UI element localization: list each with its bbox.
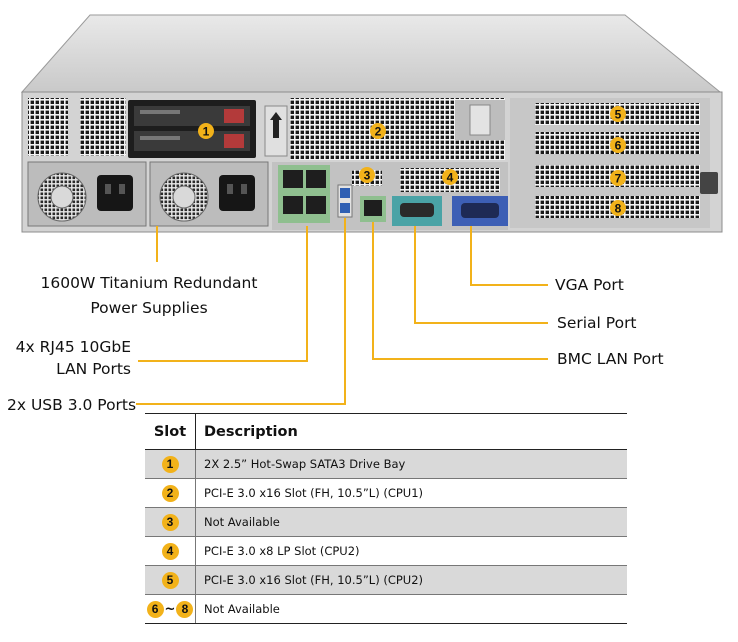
badge-8-text: 8 <box>615 202 622 216</box>
description-cell: Not Available <box>195 594 627 624</box>
description-cell: PCI-E 3.0 x8 LP Slot (CPU2) <box>195 536 627 566</box>
slot-badge: 6 <box>146 600 164 618</box>
badge-6-text: 6 <box>615 139 622 153</box>
badge-5 <box>610 106 626 122</box>
vga-port-label: VGA Port <box>555 276 624 294</box>
leader-lan-h <box>138 360 308 362</box>
badge-3 <box>359 167 375 183</box>
serial-port-label: Serial Port <box>557 314 637 332</box>
badge-3-text: 3 <box>364 169 371 183</box>
slot-cell: 1 <box>145 449 196 479</box>
slot-cell: 2 <box>145 478 196 508</box>
lan-label-line2: LAN Ports <box>56 360 131 378</box>
slot-range-separator: ~ <box>164 601 176 617</box>
slot-badge: 4 <box>161 542 179 560</box>
description-cell: PCI-E 3.0 x16 Slot (FH, 10.5”L) (CPU2) <box>195 565 627 595</box>
description-cell: 2X 2.5” Hot-Swap SATA3 Drive Bay <box>195 449 627 479</box>
badge-4-text: 4 <box>447 171 454 185</box>
slot-badge: 3 <box>161 513 179 531</box>
leader-vga-h <box>470 284 548 286</box>
slot-badge: 2 <box>161 484 179 502</box>
power-supplies-label: 1600W Titanium Redundant Power Supplies <box>34 273 264 318</box>
badge-1 <box>198 123 214 139</box>
slot-badge: 1 <box>161 455 179 473</box>
server-chassis-rear: 1 2 3 4 5 6 7 8 <box>20 14 723 233</box>
leader-bmc-v <box>372 222 374 360</box>
slot-cell: 6~8 <box>145 594 196 624</box>
leader-power <box>156 226 158 262</box>
slot-description-table: Slot Description 1 2X 2.5” Hot-Swap SATA… <box>145 413 627 624</box>
table-row: 4 PCI-E 3.0 x8 LP Slot (CPU2) <box>145 536 627 566</box>
table-row: 5 PCI-E 3.0 x16 Slot (FH, 10.5”L) (CPU2) <box>145 565 627 595</box>
leader-usb-h <box>136 403 346 405</box>
badge-2-text: 2 <box>375 125 382 139</box>
slot-badge: 8 <box>176 600 194 618</box>
description-cell: Not Available <box>195 507 627 537</box>
badge-7-text: 7 <box>615 172 622 186</box>
slot-cell: 3 <box>145 507 196 537</box>
lan-label-line1: 4x RJ45 10GbE <box>15 338 131 356</box>
leader-lan-v <box>306 226 308 362</box>
chassis-top-cover <box>20 14 722 93</box>
usb-ports-label: 2x USB 3.0 Ports <box>7 396 137 414</box>
badge-1-text: 1 <box>203 125 210 139</box>
badge-4 <box>442 169 458 185</box>
slot-cell: 5 <box>145 565 196 595</box>
leader-vga-v <box>470 226 472 286</box>
badge-8 <box>610 200 626 216</box>
description-cell: PCI-E 3.0 x16 Slot (FH, 10.5”L) (CPU1) <box>195 478 627 508</box>
chassis-badges: 1 2 3 4 5 6 7 8 <box>198 106 626 216</box>
badge-6 <box>610 137 626 153</box>
badge-5-text: 5 <box>615 108 622 122</box>
leader-serial-h <box>414 322 548 324</box>
table-row: 6~8 Not Available <box>145 594 627 624</box>
header-description: Description <box>195 413 627 450</box>
leader-usb-v <box>344 218 346 404</box>
badge-2 <box>370 123 386 139</box>
table-row: 3 Not Available <box>145 507 627 537</box>
table-header-row: Slot Description <box>145 413 627 450</box>
badge-7 <box>610 170 626 186</box>
leader-bmc-h <box>372 358 548 360</box>
power-label-line2: Power Supplies <box>90 299 208 317</box>
table-row: 2 PCI-E 3.0 x16 Slot (FH, 10.5”L) (CPU1) <box>145 478 627 508</box>
slot-cell: 4 <box>145 536 196 566</box>
table-row: 1 2X 2.5” Hot-Swap SATA3 Drive Bay <box>145 449 627 479</box>
bmc-lan-port-label: BMC LAN Port <box>557 350 664 368</box>
leader-serial-v <box>414 226 416 324</box>
slot-badge: 5 <box>161 571 179 589</box>
header-slot: Slot <box>145 413 196 450</box>
power-label-line1: 1600W Titanium Redundant <box>40 274 258 292</box>
lan-ports-label: 4x RJ45 10GbE LAN Ports <box>0 337 131 379</box>
